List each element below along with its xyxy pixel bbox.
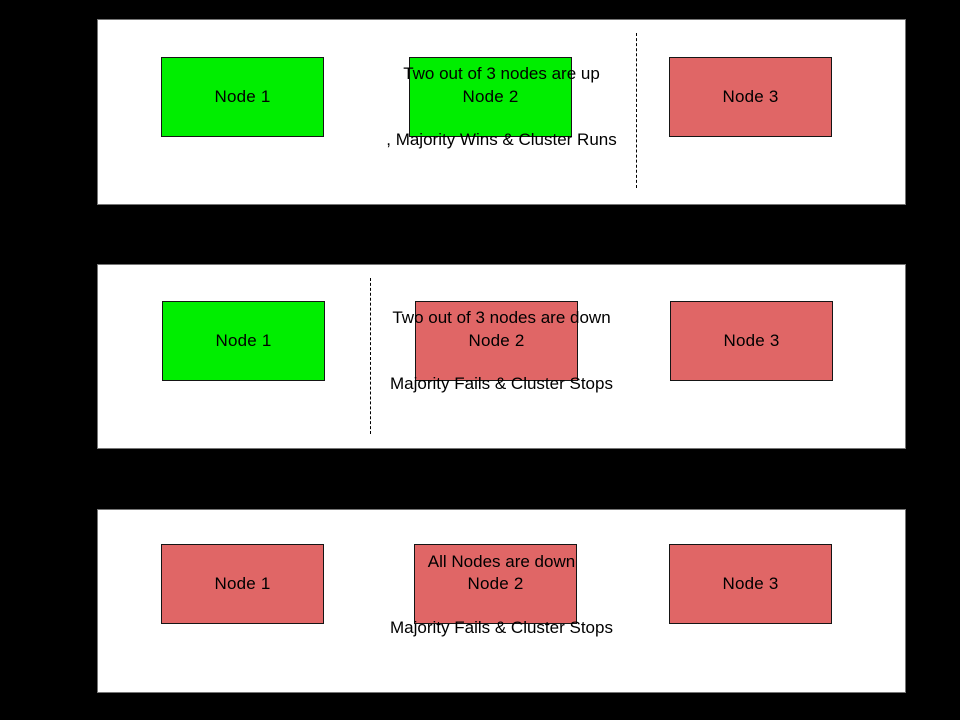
- partition-dashed-line: [636, 33, 637, 188]
- caption-line-1: Two out of 3 nodes are up: [403, 64, 600, 83]
- node-3-label: Node 3: [722, 87, 779, 106]
- partition-dashed-line: [370, 278, 371, 434]
- node-1-label: Node 1: [214, 574, 271, 593]
- caption-line-1: All Nodes are down: [427, 552, 576, 571]
- node-1-box: Node 1: [162, 301, 325, 381]
- node-3-box: Node 3: [669, 57, 832, 137]
- node-2-label: Node 2: [462, 87, 519, 106]
- node-2-box: Node 2: [415, 301, 578, 381]
- node-1-box: Node 1: [161, 57, 324, 137]
- node-2-label: Node 2: [468, 331, 525, 350]
- caption-line-2: Majority Fails & Cluster Stops: [390, 618, 613, 637]
- scenario-panel-all-down: Node 1 Node 2 Node 3 All Nodes are down …: [97, 509, 906, 693]
- caption-line-2: Majority Fails & Cluster Stops: [390, 374, 613, 393]
- node-3-label: Node 3: [723, 331, 780, 350]
- node-3-box: Node 3: [670, 301, 833, 381]
- node-1-box: Node 1: [161, 544, 324, 624]
- caption: Two out of 3 nodes are up , Majority Win…: [98, 19, 905, 195]
- node-1-label: Node 1: [215, 331, 272, 350]
- node-2-label: Node 2: [467, 574, 524, 593]
- node-1-label: Node 1: [214, 87, 271, 106]
- node-3-label: Node 3: [722, 574, 779, 593]
- scenario-panel-two-up: Node 1 Node 2 Node 3 Two out of 3 nodes …: [97, 19, 906, 205]
- caption: All Nodes are down Majority Fails & Clus…: [98, 507, 905, 683]
- caption: Two out of 3 nodes are down Majority Fai…: [98, 263, 905, 439]
- caption-line-1: Two out of 3 nodes are down: [392, 308, 611, 327]
- scenario-panel-two-down: Node 1 Node 2 Node 3 Two out of 3 nodes …: [97, 264, 906, 449]
- node-3-box: Node 3: [669, 544, 832, 624]
- node-2-box: Node 2: [414, 544, 577, 624]
- node-2-box: Node 2: [409, 57, 572, 137]
- caption-line-2: , Majority Wins & Cluster Runs: [386, 130, 617, 149]
